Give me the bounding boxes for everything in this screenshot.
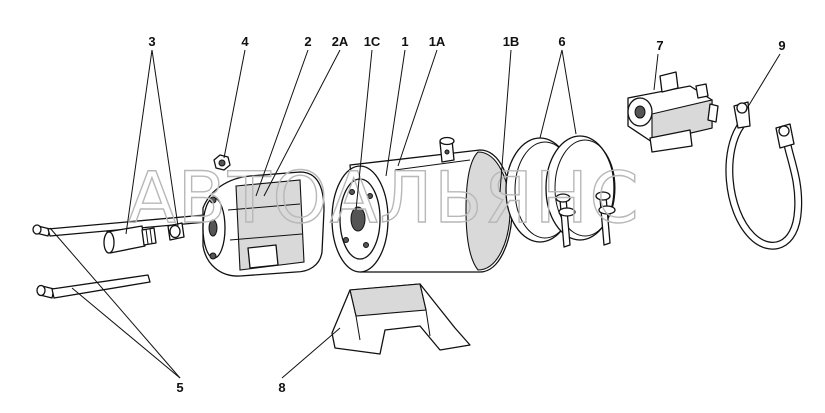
callout-1b: 1B — [503, 34, 520, 49]
callout-1: 1 — [401, 34, 408, 49]
watermark-text: АВТОАЛЬЯНС — [128, 157, 640, 239]
plunger-assembly — [103, 222, 185, 254]
callout-1a: 1A — [429, 34, 446, 49]
callout-1c: 1C — [364, 34, 381, 49]
callout-5: 5 — [176, 380, 183, 395]
motor-body — [331, 136, 513, 273]
callout-7: 7 — [656, 38, 663, 53]
mounting-bracket — [331, 283, 471, 355]
callout-6: 6 — [558, 34, 565, 49]
callout-2a: 2A — [332, 34, 349, 49]
callout-3: 3 — [148, 34, 155, 49]
nut — [213, 154, 231, 171]
leader-lines — [49, 49, 781, 379]
callout-2: 2 — [304, 34, 311, 49]
battery-cable — [725, 101, 803, 250]
solenoid-switch — [627, 71, 719, 153]
callout-8: 8 — [278, 380, 285, 395]
callout-9: 9 — [778, 38, 785, 53]
clamp-bands — [505, 135, 616, 248]
callout-4: 4 — [241, 34, 249, 49]
drive-end-housing — [202, 171, 325, 277]
